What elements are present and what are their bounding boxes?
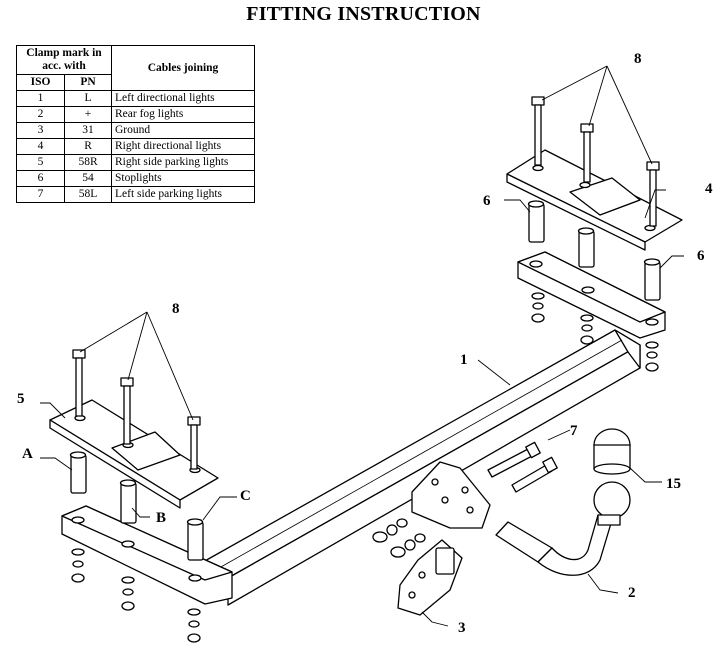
left-bracket	[61, 505, 233, 605]
callout-a: A	[22, 446, 33, 462]
table-row: 2+Rear fog lights	[15, 106, 255, 123]
fixing-bolts	[487, 441, 558, 493]
callout-7: 7	[570, 423, 578, 439]
right-nuts	[531, 292, 659, 372]
callout-2: 2	[628, 585, 636, 601]
right-spacers	[527, 200, 661, 301]
callout-6-right: 6	[697, 248, 705, 264]
left-spacers	[69, 451, 204, 561]
callout-6-top: 6	[483, 193, 491, 209]
left-mounting-plate	[49, 399, 219, 509]
callout-1: 1	[460, 352, 468, 368]
callout-c: C	[240, 488, 251, 504]
right-bolts	[531, 96, 660, 227]
left-nuts	[71, 548, 201, 643]
ball-mount-nuts	[372, 518, 426, 558]
ball-cap	[593, 428, 631, 475]
wiring-table: Clamp mark in acc. with Cables joining I…	[15, 45, 255, 203]
callout-b: B	[156, 510, 166, 526]
pn-header: PN	[64, 74, 112, 91]
socket-plate	[397, 539, 463, 616]
right-bracket	[517, 251, 666, 339]
leader-lines	[40, 65, 684, 627]
document-title: FITTING INSTRUCTION	[246, 3, 481, 25]
pn-cell: 58R	[64, 154, 112, 171]
desc-cell: Left side parking lights	[111, 186, 255, 203]
callout-8-right: 8	[634, 51, 642, 67]
iso-cell: 7	[15, 186, 66, 203]
desc-cell: Right side parking lights	[111, 154, 255, 171]
callout-8-left: 8	[172, 301, 180, 317]
clamp-mark-header: Clamp mark in acc. with	[16, 45, 112, 75]
callout-3: 3	[458, 620, 466, 636]
ball-mount-plate	[411, 461, 491, 529]
tow-ball-neck	[495, 481, 631, 576]
callout-5: 5	[17, 391, 25, 407]
right-mounting-plate	[506, 149, 683, 251]
left-bolts	[72, 349, 201, 470]
callout-4: 4	[705, 181, 713, 197]
callout-15: 15	[666, 476, 681, 492]
